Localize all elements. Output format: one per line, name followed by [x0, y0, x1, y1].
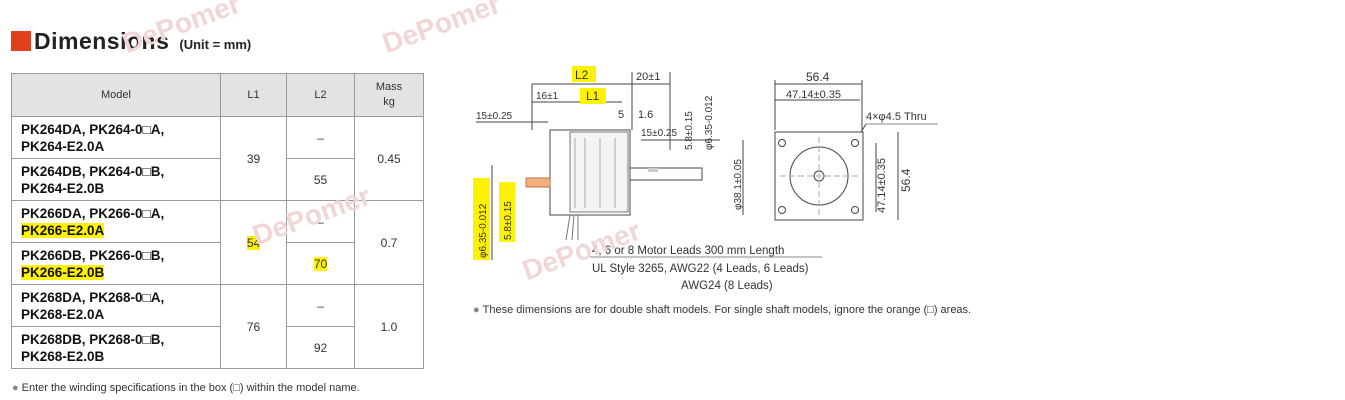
double-shaft-note: ●These dimensions are for double shaft m…	[473, 304, 971, 316]
l2-cell: –	[286, 116, 355, 159]
motor-stator	[569, 131, 629, 213]
model-line: PK264DA, PK264-0□A,	[21, 122, 165, 137]
rear-shaft-orange	[525, 177, 551, 188]
title-text: Dimensions	[34, 28, 170, 54]
mount-hole	[778, 139, 786, 147]
d5-label: 5	[618, 109, 624, 121]
model-cell: PK266DB, PK266-0□B, PK266-E2.0B	[11, 242, 221, 285]
winding-note: ●Enter the winding specifications in the…	[12, 382, 360, 394]
shaft-circle	[813, 170, 825, 182]
d381-label: φ38.1±0.05	[733, 159, 744, 210]
model-line: PK268-E2.0A	[21, 307, 105, 322]
d635b-highlight	[473, 178, 490, 260]
l1-cell: 76	[220, 284, 287, 369]
holes-label: 4×φ4.5 Thru	[866, 111, 927, 123]
model-line: PK268DB, PK268-0□B,	[21, 332, 165, 347]
table-row: PK266DB, PK266-0□B, PK266-E2.0B 70	[11, 242, 424, 285]
l2-cell: 92	[286, 326, 355, 369]
l2-cell: 70	[286, 242, 355, 285]
mount-hole	[851, 139, 859, 147]
d635b-label: φ6.35-0.012	[478, 203, 489, 258]
d58a-label: 5.8±0.15	[684, 111, 695, 150]
leads-line1: 4, 6 or 8 Motor Leads 300 mm Length	[592, 245, 784, 257]
l1-highlight	[580, 88, 606, 104]
model-line: PK264DB, PK264-0□B,	[21, 164, 165, 179]
d16-label: 16±1	[536, 91, 559, 102]
w4714-label: 47.14±0.35	[786, 89, 841, 101]
model-cell: PK268DB, PK268-0□B, PK268-E2.0B	[11, 326, 221, 369]
model-line-highlighted: PK266-E2.0A	[21, 223, 105, 238]
model-cell: PK264DA, PK264-0□A, PK264-E2.0A	[11, 116, 221, 159]
model-line: PK268DA, PK268-0□A,	[21, 290, 165, 305]
bullet-icon: ●	[12, 382, 19, 394]
header-l2: L2	[286, 73, 355, 117]
mount-hole	[778, 206, 786, 214]
model-line: PK264-E2.0B	[21, 181, 105, 196]
d15b-label: 15±0.25	[641, 128, 678, 139]
l1-cell: 39	[220, 116, 287, 201]
double-shaft-note-text: These dimensions are for double shaft mo…	[482, 304, 972, 316]
title-square-icon	[11, 31, 31, 51]
leads-line2: UL Style 3265, AWG22 (4 Leads, 6 Leads)	[592, 263, 809, 275]
title-unit: (Unit = mm)	[179, 37, 252, 52]
winding-note-text: Enter the winding specifications in the …	[21, 382, 360, 394]
leads-leader	[581, 243, 591, 253]
w564-label: 56.4	[806, 70, 830, 84]
d16b-label: 1.6	[638, 109, 653, 121]
h564-label: 56.4	[899, 168, 913, 192]
d58b-highlight	[499, 182, 515, 242]
mass-cell: 1.0	[354, 284, 424, 369]
d635a-label: φ6.35-0.012	[704, 95, 715, 150]
model-line-highlighted: PK266-E2.0B	[21, 265, 105, 280]
lead-wire	[571, 214, 575, 241]
model-cell: PK268DA, PK268-0□A, PK268-E2.0A	[11, 284, 221, 327]
header-mass: Mass kg	[354, 73, 424, 117]
table-row: PK268DA, PK268-0□A, PK268-E2.0A 76 – 1.0	[11, 284, 424, 369]
mass-cell: 0.45	[354, 116, 424, 201]
leads-line3: AWG24 (8 Leads)	[681, 280, 773, 292]
header-l1: L1	[220, 73, 287, 117]
l2-highlight	[572, 66, 596, 82]
model-cell: PK264DB, PK264-0□B, PK264-E2.0B	[11, 158, 221, 201]
model-line: PK268-E2.0B	[21, 349, 105, 364]
bullet-icon: ●	[473, 304, 480, 316]
section-title: Dimensions (Unit = mm)	[11, 28, 251, 54]
l2-label: L2	[575, 68, 589, 82]
header-mass-label: Mass	[375, 81, 403, 93]
h4714-label: 47.14±0.35	[876, 158, 888, 213]
model-line: PK266DA, PK266-0□A,	[21, 206, 165, 221]
d15a-label: 15±0.25	[476, 111, 513, 122]
model-cell: PK266DA, PK266-0□A, PK266-E2.0A	[11, 200, 221, 243]
l2-cell: 55	[286, 158, 355, 201]
mount-hole	[851, 206, 859, 214]
l1-cell: 54	[220, 200, 287, 285]
d20-label: 20±1	[636, 71, 660, 83]
model-line: PK264-E2.0A	[21, 139, 105, 154]
shaft-flat	[648, 168, 658, 172]
table-row: PK264DB, PK264-0□B, PK264-E2.0B 55	[11, 158, 424, 201]
l2-value-highlighted: 70	[313, 256, 328, 271]
l1-label: L1	[586, 89, 600, 103]
l2-cell: –	[286, 284, 355, 327]
table-row: PK264DA, PK264-0□A, PK264-E2.0A 39 – 0.45	[11, 116, 424, 201]
model-line: PK266DB, PK266-0□B,	[21, 248, 165, 263]
l1-value-highlighted: 54	[246, 235, 261, 250]
front-shaft	[629, 167, 703, 181]
header-mass-unit: kg	[383, 96, 395, 108]
lead-wire	[565, 214, 571, 241]
table-row: PK268DB, PK268-0□B, PK268-E2.0B 92	[11, 326, 424, 369]
d58b-label: 5.8±0.15	[503, 201, 514, 240]
